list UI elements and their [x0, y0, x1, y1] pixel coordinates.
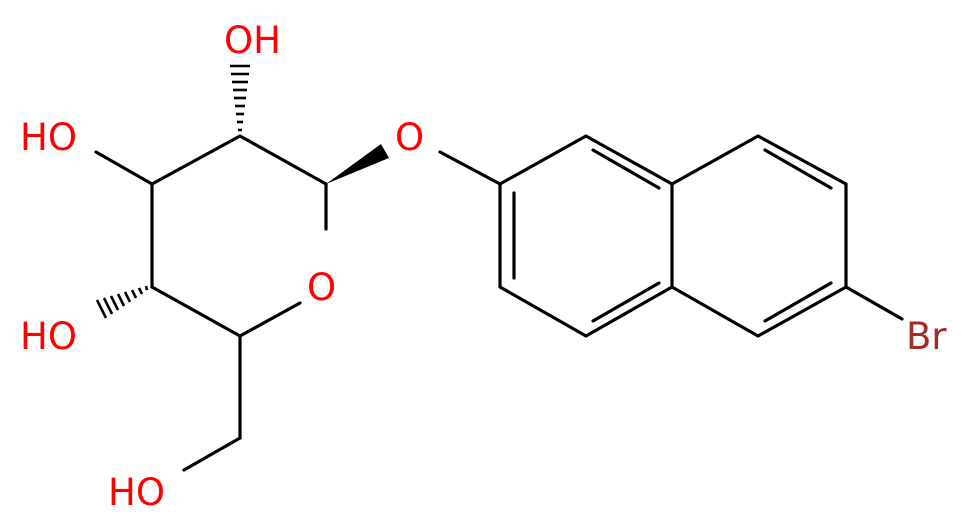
aromatic-inner-bonds — [512, 148, 833, 323]
pyranose-ring — [150, 134, 328, 338]
bond-n1 — [498, 134, 588, 186]
bond-c5-oring — [238, 301, 302, 338]
bond-n7 — [670, 134, 760, 186]
bond-n4 — [584, 285, 674, 338]
bond-n2 — [584, 134, 674, 186]
bond-n11 — [670, 285, 760, 338]
substituent-bonds — [94, 150, 502, 472]
label-oh-lower-left: HO — [20, 315, 77, 358]
label-oh-left: HO — [20, 116, 77, 159]
inner-bond-2 — [591, 281, 661, 323]
bond-c1-c2 — [238, 134, 328, 186]
bond-c4-c5 — [150, 285, 242, 338]
naphthalene-ring — [498, 134, 904, 338]
label-oh-bottom: HO — [108, 471, 165, 514]
bond-c6-oh — [182, 436, 242, 472]
inner-bond-1 — [591, 148, 661, 190]
label-glycosidic-oxygen: O — [395, 116, 424, 159]
label-ring-oxygen: O — [307, 266, 336, 309]
bond-n10 — [756, 285, 848, 338]
hashed-bond-c4-oh — [95, 285, 149, 319]
atom-labels: OH HO HO HO O O Br — [20, 19, 947, 514]
label-bromine: Br — [906, 315, 947, 358]
bond-c3-oh — [94, 150, 154, 186]
hashed-bond-c2-oh — [230, 64, 250, 132]
label-oh-top: OH — [224, 19, 281, 62]
bond-c2-c3 — [150, 134, 242, 186]
inner-bond-4 — [763, 148, 833, 190]
inner-bond-5 — [763, 281, 833, 323]
bond-oglyc-naph — [438, 150, 502, 186]
bond-c-br — [844, 285, 904, 321]
bond-n5 — [498, 285, 588, 338]
wedge-bond-c1-o — [326, 144, 389, 184]
bond-n8 — [756, 134, 848, 186]
